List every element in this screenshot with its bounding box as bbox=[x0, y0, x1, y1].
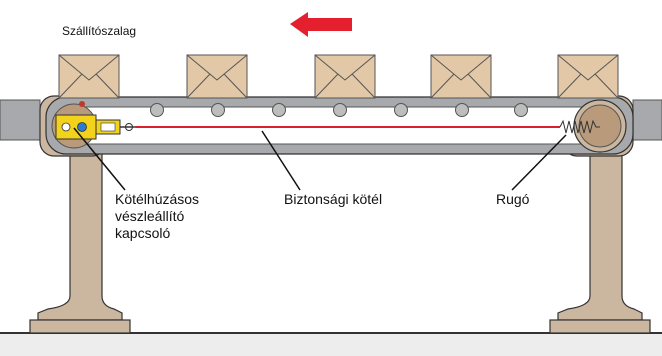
pull-wire-switch-icon bbox=[55, 114, 136, 140]
roller bbox=[211, 103, 225, 117]
envelope-box bbox=[58, 54, 120, 99]
roller bbox=[394, 103, 408, 117]
rail-right bbox=[632, 99, 662, 141]
envelope-box bbox=[430, 54, 492, 99]
envelope-box bbox=[186, 54, 248, 99]
roller bbox=[272, 103, 286, 117]
switch-label-line-2: vészleállító bbox=[115, 208, 185, 224]
spring-leader-line bbox=[511, 134, 567, 191]
switch-label-line-3: kapcsoló bbox=[115, 225, 171, 241]
roller bbox=[333, 103, 347, 117]
diagram-title: Szállítószalag bbox=[62, 24, 137, 38]
support-leg-left bbox=[29, 141, 131, 334]
roller bbox=[514, 103, 528, 117]
switch-label: Kötélhúzásos vészleállító kapcsoló bbox=[115, 191, 199, 242]
rope-leader-line bbox=[261, 130, 301, 191]
floor-band bbox=[0, 333, 662, 356]
switch-leader-line bbox=[73, 127, 126, 191]
spring-label: Rugó bbox=[496, 191, 530, 207]
envelope-box bbox=[314, 54, 376, 99]
direction-arrow-icon bbox=[290, 12, 352, 37]
rail-left bbox=[0, 99, 41, 141]
support-leg-right bbox=[549, 141, 651, 334]
envelope-box bbox=[557, 54, 619, 99]
roller bbox=[150, 103, 164, 117]
rope-label: Biztonsági kötél bbox=[284, 191, 383, 207]
roller-row bbox=[150, 103, 528, 117]
roller bbox=[455, 103, 469, 117]
spring-icon bbox=[559, 119, 600, 134]
switch-label-line-1: Kötélhúzásos bbox=[115, 191, 200, 207]
